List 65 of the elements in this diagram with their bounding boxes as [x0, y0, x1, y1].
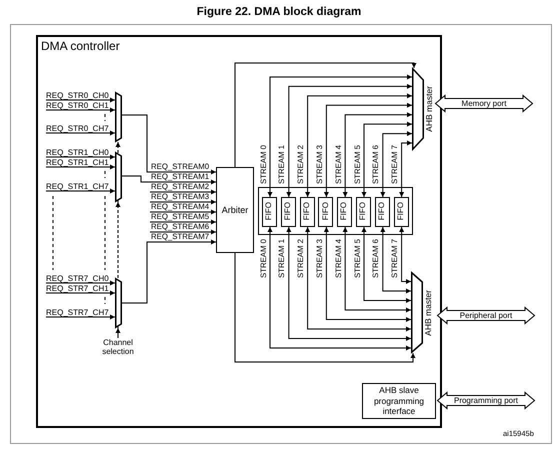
arrow: [150, 210, 216, 214]
multiplexer-symbol: [115, 152, 122, 202]
port-arrow: Memory port: [435, 95, 533, 112]
arrow: [150, 230, 216, 234]
arrow: [150, 220, 216, 224]
controller-frame: [36, 35, 442, 428]
double-arrow: [342, 226, 412, 312]
arbiter-block: Arbiter: [216, 167, 254, 253]
port-arrow: Programming port: [437, 392, 535, 409]
arrow: [234, 62, 416, 168]
signal-label: REQ_STR0_CH7: [46, 124, 109, 133]
fifo-block: FIFO: [262, 196, 277, 226]
signal-label: REQ_STR0_CH1: [46, 101, 109, 110]
signal-label: REQ_STR1_CH0: [46, 148, 109, 157]
double-arrow: [362, 226, 412, 303]
panel-title: DMA controller: [41, 40, 120, 53]
double-arrow: [305, 226, 412, 332]
double-arrow: [380, 131, 412, 198]
multiplexer-symbol: [115, 92, 122, 142]
double-arrow: [286, 226, 412, 341]
arrow: [46, 280, 116, 286]
arrow: [46, 164, 116, 170]
arrow: [46, 130, 116, 136]
signal-label: REQ_STR1_CH1: [46, 158, 109, 167]
fifo-block: FIFO: [337, 196, 352, 226]
fifo-block: FIFO: [300, 196, 315, 226]
double-arrow: [286, 84, 412, 198]
signal-label: REQ_STR1_CH7: [46, 182, 109, 191]
signal-label: REQ_STR7_CH1: [46, 284, 109, 293]
double-arrow: [342, 112, 412, 198]
arrow: [122, 240, 216, 304]
double-arrow: [324, 226, 412, 322]
double-arrow: [324, 102, 412, 198]
arrow: [46, 188, 116, 194]
double-arrow: [305, 93, 412, 198]
fifo-block: FIFO: [374, 196, 390, 226]
arrow: [46, 154, 116, 160]
port-arrow: Peripheral port: [437, 307, 535, 324]
signal-label: REQ_STR7_CH7: [46, 308, 109, 317]
arrow: [234, 252, 416, 362]
interface-block: AHB slave programming interface: [362, 383, 436, 419]
fifo-bank-frame: [258, 187, 413, 235]
arrow: [122, 114, 216, 174]
arrow: [46, 290, 116, 296]
double-arrow: [362, 122, 412, 198]
double-arrow: [399, 226, 412, 284]
arrow: [122, 176, 216, 184]
fifo-block: FIFO: [394, 196, 409, 226]
double-arrow: [380, 226, 412, 294]
arrow: [150, 200, 216, 204]
double-arrow: [399, 140, 412, 198]
fifo-block: FIFO: [280, 196, 296, 226]
fifo-block: FIFO: [356, 196, 371, 226]
arrow: [46, 98, 116, 102]
figure-title: Figure 22. DMA block diagram: [196, 5, 362, 19]
arrow: [46, 108, 116, 112]
double-arrow: [268, 74, 412, 198]
arrow: [46, 314, 116, 320]
arrow: [150, 190, 216, 194]
signal-label: Channel selection: [99, 338, 137, 356]
fifo-block: FIFO: [318, 196, 334, 226]
multiplexer-symbol: [115, 278, 122, 328]
signal-label: REQ_STR7_CH0: [46, 274, 109, 283]
signal-label: REQ_STR0_CH0: [46, 91, 109, 100]
double-arrow: [268, 226, 412, 350]
